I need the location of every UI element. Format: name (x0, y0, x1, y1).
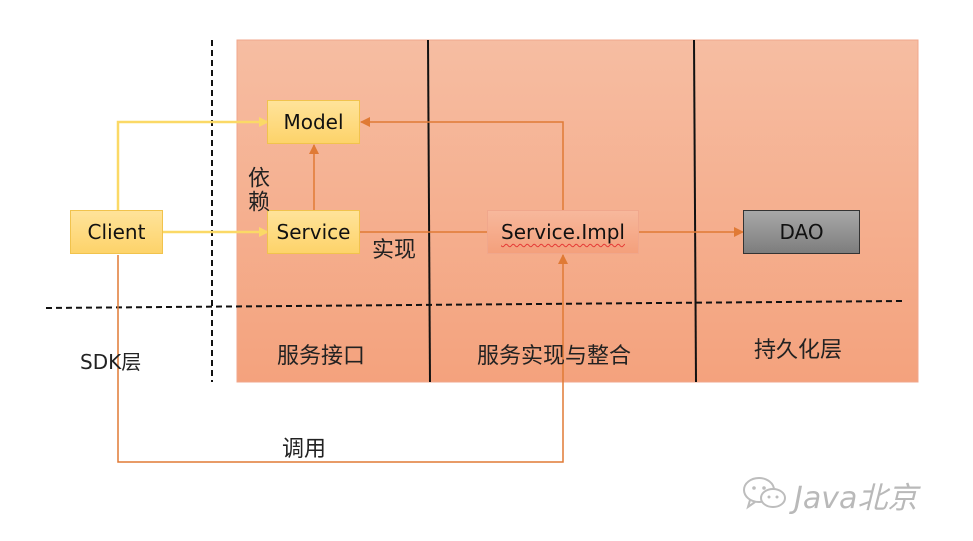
model-box: Model (267, 100, 360, 144)
section-persist-label: 持久化层 (754, 338, 843, 363)
section-impl-label: 服务实现与整合 (477, 344, 632, 369)
service-impl-label: Service.Impl (501, 220, 625, 244)
model-label: Model (283, 110, 344, 134)
depend-label: 依赖 (244, 166, 269, 214)
edge-impl-model (360, 117, 564, 210)
watermark-text: Java北京 (794, 481, 918, 516)
watermark: Java北京 (742, 473, 917, 517)
client-box: Client (70, 210, 163, 254)
edge-client-call (117, 254, 568, 463)
client-label: Client (87, 220, 146, 244)
service-label: Service (276, 220, 351, 244)
layer-boundary-horizontal (45, 300, 903, 309)
section-interface-label: 服务接口 (277, 344, 366, 369)
service-impl-box: Service.Impl (487, 210, 639, 254)
edge-client-model (116, 117, 269, 211)
section-sdk-label: SDK层 (80, 350, 142, 374)
dao-label: DAO (779, 220, 824, 244)
divider-impl-persist (693, 39, 697, 383)
implement-label: 实现 (372, 238, 417, 263)
service-box: Service (267, 210, 360, 254)
call-label: 调用 (282, 437, 327, 462)
dao-box: DAO (743, 210, 860, 254)
wechat-icon (742, 475, 788, 515)
divider-interface-impl (427, 39, 431, 383)
